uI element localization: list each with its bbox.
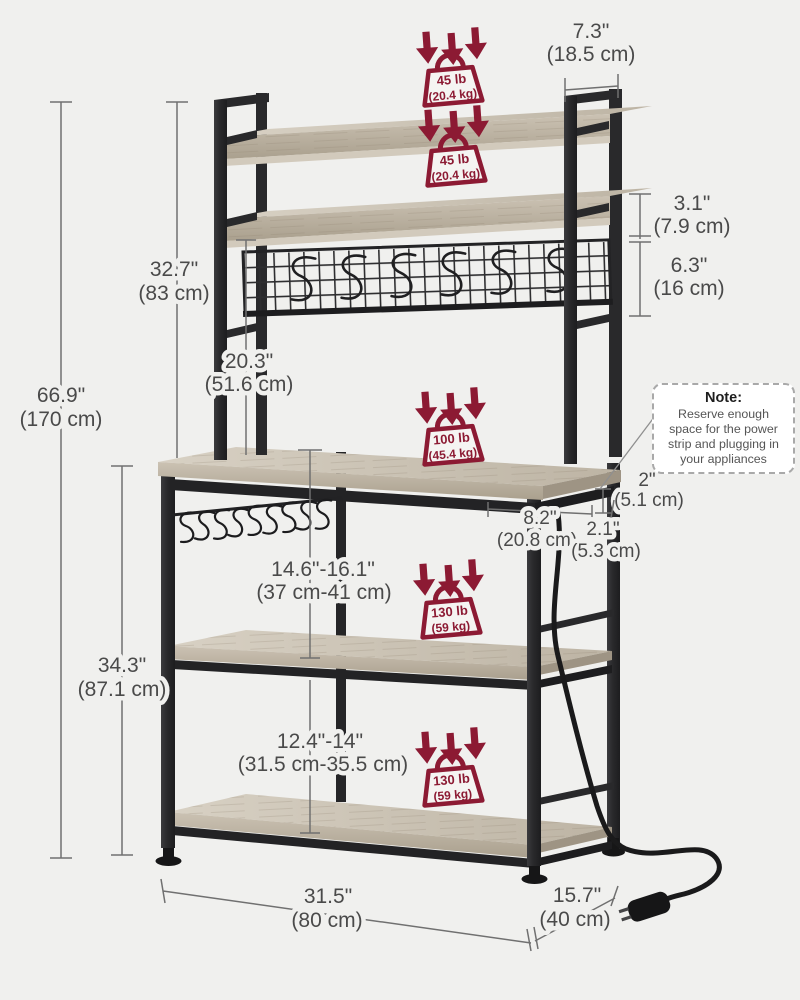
dimension-value-cm: (80 cm)	[291, 909, 362, 932]
dimension-value-in: 14.6"-16.1"	[271, 558, 375, 581]
weight-badge-bottom-shelf: 130 lb (59 kg)	[413, 726, 488, 806]
dimension-value-cm: (16 cm)	[653, 277, 724, 300]
dimension-value-in: 20.3"	[225, 350, 273, 373]
rear-right-leg	[602, 463, 625, 857]
load-arrows-icon	[413, 726, 488, 766]
weight-badge-countertop: 100 lb (45.4 kg)	[413, 386, 488, 465]
dimension-value-cm: (31.5 cm-35.5 cm)	[238, 753, 408, 776]
dimension-value-in: 32.7"	[150, 258, 198, 281]
note-line: strip and plugging in	[668, 436, 779, 451]
dimension-value-cm: (20.8 cm)	[497, 530, 577, 551]
dim-width: 31.5" (80 cm)	[160, 878, 539, 952]
dim-hutch-clearance: 20.3" (51.6 cm)	[200, 239, 298, 455]
dimension-value-in: 31.5"	[304, 885, 352, 908]
dim-grid-height: 6.3" (16 cm)	[629, 242, 725, 317]
dimension-value-in: 2.1"	[586, 519, 619, 540]
dimension-value-cm: (51.6 cm)	[205, 373, 294, 396]
badge-weight-lb: 45 lb	[436, 71, 467, 89]
load-arrows-icon	[414, 26, 489, 66]
dimension-value-cm: (5.1 cm)	[614, 490, 684, 511]
dimension-value-cm: (40 cm)	[539, 908, 610, 931]
middle-shelf	[168, 630, 612, 690]
dimension-value-in: 15.7"	[553, 884, 601, 907]
dimension-value-in: 34.3"	[98, 654, 146, 677]
dim-lower-height: 34.3" (87.1 cm)	[73, 465, 171, 856]
dimension-value-in: 2"	[638, 470, 655, 491]
front-right-leg	[521, 498, 548, 884]
power-plug	[618, 891, 671, 922]
badge-weight-kg: (59 kg)	[431, 618, 471, 635]
dim-side-inset: 2.1" (5.3 cm)	[567, 499, 645, 567]
dim-top-depth: 7.3" (18.5 cm)	[547, 20, 636, 102]
dim-leg-inset: 8.2" (20.8 cm)	[487, 502, 593, 556]
dimension-value-cm: (7.9 cm)	[653, 215, 730, 238]
badge-weight-lb: 130 lb	[432, 770, 470, 788]
weight-badge-middle-shelf: 130 lb (59 kg)	[411, 558, 486, 638]
dimension-value-cm: (170 cm)	[20, 408, 103, 431]
countertop	[158, 447, 621, 514]
hutch-left-frame-front	[214, 100, 257, 460]
badge-weight-kg: (20.4 kg)	[431, 166, 481, 184]
side-rail-lower	[534, 782, 614, 806]
hutch-right-frame-rear	[564, 89, 622, 457]
badge-weight-kg: (45.4 kg)	[428, 445, 478, 463]
badge-weight-kg: (20.4 kg)	[428, 86, 478, 104]
rear-left-leg	[336, 452, 346, 802]
s-hooks-row	[171, 496, 343, 544]
dimension-value-cm: (18.5 cm)	[547, 43, 636, 66]
dimension-value-in: 7.3"	[573, 20, 610, 43]
hutch-top-shelf	[224, 106, 652, 166]
note-line: your appliances	[680, 451, 767, 466]
power-cord	[551, 504, 722, 902]
dim-hutch-height: 32.7" (83 cm)	[134, 101, 214, 458]
load-arrows-icon	[411, 558, 486, 598]
dim-total-height: 66.9" (170 cm)	[15, 101, 107, 859]
dimension-value-in: 66.9"	[37, 384, 85, 407]
badge-weight-kg: (59 kg)	[433, 786, 473, 803]
dimension-value-in: 6.3"	[671, 254, 708, 277]
weight-badge-top-shelf: 45 lb (20.4 kg)	[414, 26, 489, 106]
badge-weight-lb: 45 lb	[439, 151, 470, 169]
note-box: Note: Reserve enough space for the power…	[652, 383, 795, 474]
hutch-second-shelf	[224, 188, 652, 248]
dim-clearance-lower: 12.4"-14" (31.5 cm-35.5 cm)	[233, 680, 413, 834]
dim-corner-depth: 2" (5.1 cm)	[595, 466, 688, 516]
dimension-value-cm: (5.3 cm)	[571, 541, 641, 562]
dimension-value-in: 8.2"	[523, 508, 556, 529]
metal-grid-panel	[241, 238, 613, 318]
weight-badge-second-shelf: 45 lb (20.4 kg)	[416, 104, 491, 186]
dimension-value-in: 3.1"	[674, 192, 711, 215]
dimension-value-cm: (83 cm)	[138, 282, 209, 305]
note-leader-line	[599, 415, 656, 490]
note-title: Note:	[704, 390, 743, 406]
front-left-leg	[155, 476, 182, 866]
dimension-value-cm: (37 cm-41 cm)	[256, 581, 391, 604]
note-line: Reserve enough	[678, 407, 769, 421]
dim-clearance-upper: 14.6"-16.1" (37 cm-41 cm)	[252, 449, 396, 659]
load-arrows-icon	[413, 386, 488, 426]
badge-weight-lb: 130 lb	[430, 602, 468, 620]
dimension-value-in: 12.4"-14"	[277, 730, 363, 753]
badge-weight-lb: 100 lb	[432, 429, 470, 447]
note-line: space for the power	[669, 421, 778, 436]
dim-gap-small: 3.1" (7.9 cm)	[629, 192, 731, 243]
dimension-value-cm: (87.1 cm)	[78, 678, 167, 701]
dim-depth: 15.7" (40 cm)	[534, 880, 619, 942]
bottom-shelf	[168, 794, 612, 868]
side-rail-upper	[534, 609, 614, 634]
hutch-right-frame-front	[564, 96, 609, 464]
